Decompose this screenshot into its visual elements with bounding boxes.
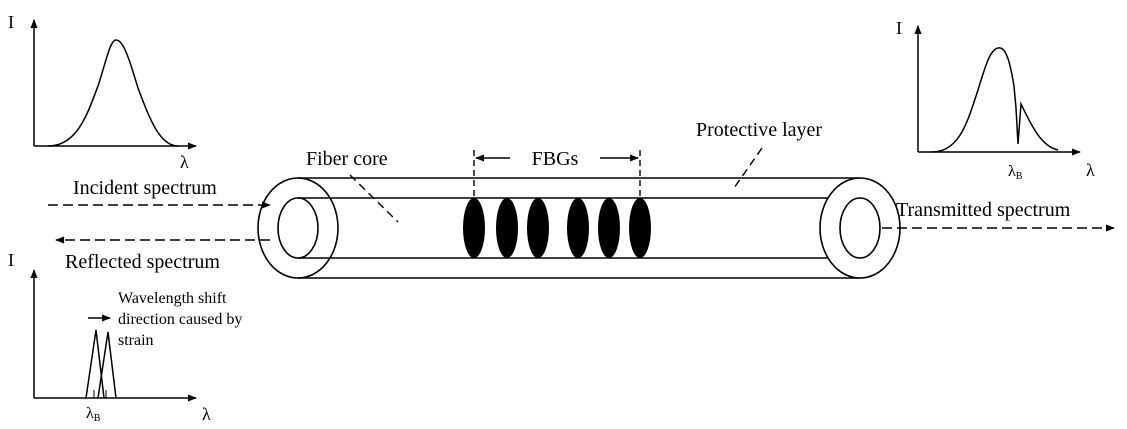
grating-6	[629, 198, 651, 258]
incident-curve	[47, 39, 179, 147]
reflected-peak-original	[85, 329, 105, 399]
reflected-bragg-lambda: λ	[86, 405, 94, 422]
reflected-spectrum-plot: I λ λB Wavelength shift direction caused…	[8, 250, 242, 424]
left-end-outer	[257, 177, 339, 279]
transmitted-axis-lambda: λ	[1086, 160, 1095, 180]
reflected-axis-i: I	[8, 250, 14, 270]
grating-5	[598, 198, 620, 258]
wavelength-shift-line-1: Wavelength shift	[118, 290, 227, 307]
grating-3	[527, 198, 549, 258]
transmitted-spectrum-label: Transmitted spectrum	[896, 199, 1071, 221]
wavelength-shift-line-3: strain	[118, 332, 154, 349]
fiber-core-leader	[349, 174, 399, 223]
right-end-core	[839, 197, 881, 259]
reflected-bragg-sub: B	[94, 413, 101, 424]
fbgs-bracket	[473, 150, 641, 198]
incident-spectrum-label: Incident spectrum	[73, 177, 217, 199]
fbg-gratings	[463, 198, 651, 258]
transmitted-bragg-sub: B	[1016, 171, 1023, 182]
reflected-bragg-label: λB	[86, 405, 101, 424]
grating-1	[463, 198, 485, 258]
grating-4	[567, 198, 589, 258]
transmitted-bragg-lambda: λ	[1008, 163, 1016, 180]
reflected-peak-shifted	[97, 331, 117, 399]
wavelength-shift-line-2: direction caused by	[118, 311, 242, 328]
fiber-core-label: Fiber core	[306, 148, 388, 170]
protective-layer-leader	[733, 147, 763, 189]
grating-2	[496, 198, 518, 258]
left-end-core	[277, 197, 319, 259]
fiber-cylinder	[257, 177, 901, 279]
reflected-spectrum-label: Reflected spectrum	[65, 251, 220, 273]
fbgs-label: FBGs	[532, 148, 579, 170]
reflected-axis-lambda: λ	[202, 404, 211, 424]
protective-layer-label: Protective layer	[696, 119, 822, 141]
incident-spectrum-plot: I λ	[8, 12, 197, 172]
incident-axis-lambda: λ	[180, 152, 189, 172]
incident-axis-i: I	[8, 12, 14, 32]
transmitted-bragg-label: λB	[1008, 163, 1023, 182]
transmitted-spectrum-plot: I λ λB	[896, 18, 1095, 182]
transmitted-axis-i: I	[896, 18, 902, 38]
transmitted-curve	[931, 47, 1059, 153]
